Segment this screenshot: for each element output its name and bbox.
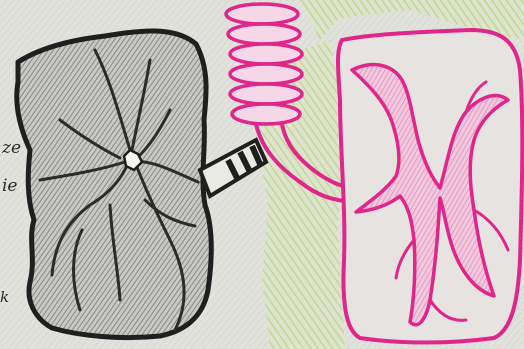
edge-text-3: k — [0, 290, 9, 305]
edge-text-2: ie — [2, 178, 18, 195]
edge-text-1: ze — [2, 140, 21, 157]
